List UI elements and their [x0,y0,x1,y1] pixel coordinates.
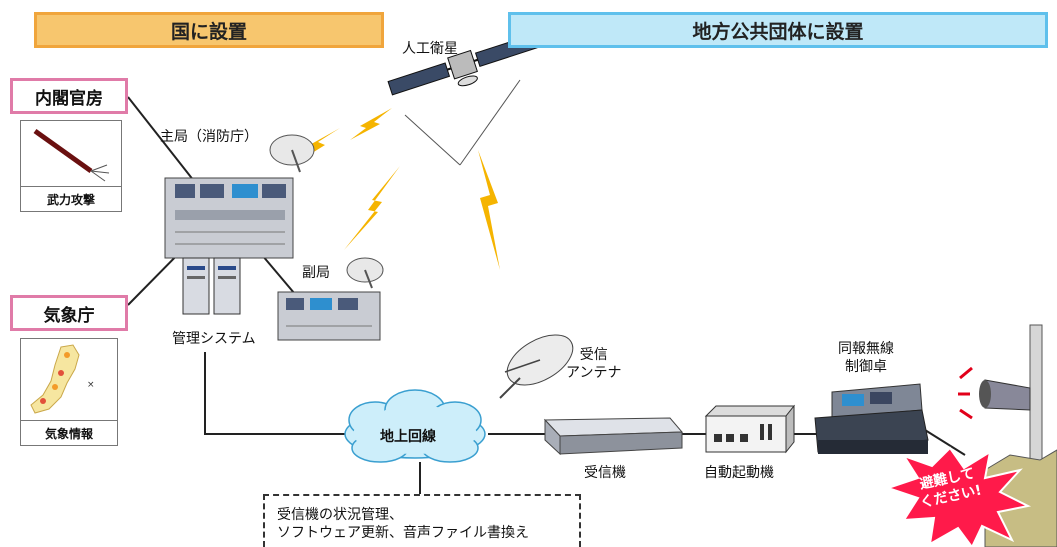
link-management-cloud [204,352,345,435]
server-icon [182,257,241,315]
national-header: 国に設置 [34,12,384,48]
lightning-bolt [344,166,400,250]
satellite-label: 人工衛星 [402,41,458,57]
missile-icon [33,128,110,182]
main-station-label: 主局（消防庁） [160,129,258,145]
lightning-bolt [350,108,392,140]
svg-text:×: × [87,380,95,390]
sub-station-label: 副局 [302,265,330,281]
weather-info-caption: 気象情報 [21,420,117,445]
receiving-antenna-label: 受信 アンテナ [566,346,621,382]
note-line2: ソフトウェア更新、音声ファイル書換え [277,525,529,541]
japan-map-icon: × [30,344,95,414]
broadcast-console-label: 同報無線 制御卓 [838,340,894,376]
link-console-speaker [924,429,966,456]
main-station-console-icon [164,134,315,259]
beam-line [404,114,461,166]
armed-attack-thumbnail: 武力攻撃 [20,120,122,212]
meteorological-agency-box: 気象庁 [10,295,128,331]
cloud-shape [344,389,486,463]
cabinet-secretariat-label: 内閣官房 [35,88,103,109]
antenna-label-line1: 受信 [579,347,608,363]
beam-line [459,79,521,166]
broadcast-console-icon [814,383,929,454]
sub-station-console-icon [277,257,384,341]
console-label-line1: 同報無線 [838,341,894,357]
receiver-box-icon [543,417,684,456]
cabinet-secretariat-box: 内閣官房 [10,78,128,114]
note-line1: 受信機の状況管理、 [277,507,403,523]
weather-info-thumbnail: × 気象情報 [20,338,118,446]
management-system-label: 管理システム [172,331,256,347]
receiver-label: 受信機 [584,465,626,481]
auto-starter-label: 自動起動機 [704,465,774,481]
lightning-bolt [478,150,500,270]
lightning-bolt [296,128,340,163]
management-note-box: 受信機の状況管理、 ソフトウェア更新、音声ファイル書換え [263,494,581,547]
auto-starter-icon [704,404,796,454]
meteorological-agency-label: 気象庁 [43,305,95,326]
antenna-label-line2: アンテナ [566,365,622,381]
antenna-dish-icon [499,334,574,399]
armed-attack-caption: 武力攻撃 [21,186,121,211]
evacuate-burst [884,446,1032,547]
local-government-header: 地方公共団体に設置 [508,12,1048,48]
console-label-line2: 制御卓 [845,359,887,375]
ground-line-label: 地上回線 [380,429,436,445]
